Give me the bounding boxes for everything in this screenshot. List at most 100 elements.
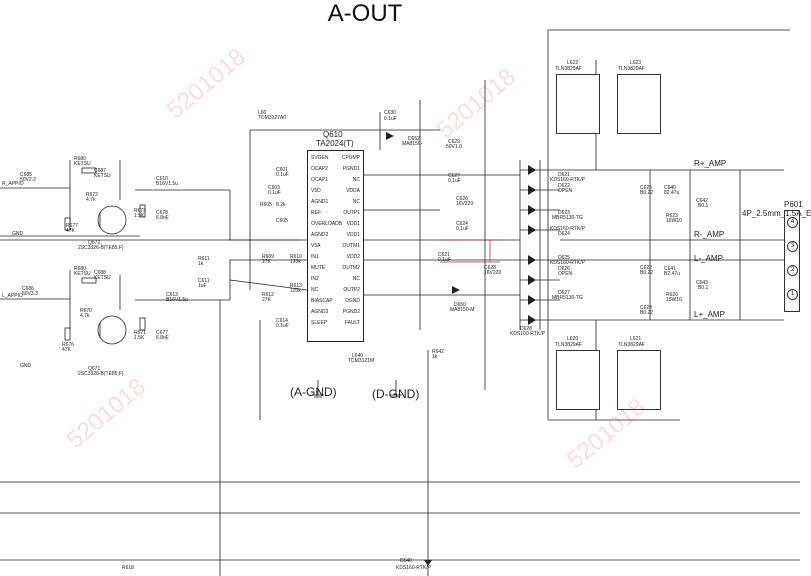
output-label-l-plus: L+_AMP <box>694 310 725 319</box>
component-label: C611 <box>198 278 210 284</box>
component-label: 1.5K <box>134 335 145 341</box>
component-label: Q672 <box>88 240 101 246</box>
output-label-r-plus: R+_AMP <box>694 159 727 168</box>
component-label: D621 <box>558 172 570 178</box>
component-label: C678 <box>156 210 168 216</box>
component-label: KDS160-RTK/P <box>550 226 585 232</box>
component-label: C685 <box>20 172 32 178</box>
component-label: R672 <box>86 192 98 198</box>
component-label: L621 <box>630 336 642 342</box>
ic-pin: V5D <box>311 188 321 194</box>
component-label: B0.1 <box>698 285 709 291</box>
component-label: D652 <box>408 136 420 142</box>
component-label: 1.5K <box>134 213 145 219</box>
connector-pin: 1 <box>787 289 798 300</box>
component-label: TLN3829AF <box>555 342 582 348</box>
component-label: KETSU <box>94 275 111 281</box>
component-label: R677 <box>66 223 78 229</box>
component-label: C614 <box>276 318 288 324</box>
component-label: R680 <box>74 266 86 272</box>
component-label: MBR5130-TG <box>552 295 583 301</box>
component-label: 2SC3326-B(TE85,F) <box>78 245 124 251</box>
component-label: R642 <box>432 349 444 355</box>
ic-pin: PGND1 <box>342 166 360 172</box>
component-label: C641 <box>664 266 676 272</box>
component-label: B16V1.5u <box>156 181 178 187</box>
component-label: C642 <box>696 198 708 204</box>
analog-ground-label: (A-GND) <box>290 385 337 399</box>
inductor-l620 <box>556 350 600 410</box>
component-label: R623 <box>666 213 678 219</box>
component-label: OPEN <box>558 271 573 277</box>
component-label: C603 <box>268 185 280 191</box>
component-label: L622 <box>567 60 579 66</box>
component-label: C629 <box>448 139 460 145</box>
component-label: TLN3829AF <box>618 342 645 348</box>
component-label: 1k <box>432 354 438 360</box>
ic-pin: REF <box>311 210 321 216</box>
ic-pin: NC <box>352 276 360 282</box>
ic-pin: OCAP2 <box>311 166 328 172</box>
component-label: TLN3829AF <box>618 66 645 72</box>
component-label: L640 <box>352 353 364 359</box>
component-label: KDS160-RTK/P <box>550 177 585 183</box>
connector-pin: 4 <box>787 217 798 228</box>
component-label: 4.7k <box>80 313 90 319</box>
inductor-l622 <box>556 74 600 134</box>
component-label: 6.8nF <box>156 215 169 221</box>
component-label: C643 <box>696 280 708 286</box>
ic-pin: NC <box>352 177 360 183</box>
component-label: R609 <box>262 254 274 260</box>
digital-ground-label: (D-GND) <box>372 387 420 401</box>
component-label: C610 <box>156 176 168 182</box>
component-label: C640 <box>664 185 676 191</box>
component-label: 0.1uF <box>268 190 281 196</box>
output-label-l-minus: L-_AMP <box>694 254 723 263</box>
ic-pin: OUTP1 <box>343 210 360 216</box>
component-label: 27K <box>262 297 271 303</box>
component-label: R612 <box>262 292 274 298</box>
ic-pin: VDD1 <box>346 232 360 238</box>
component-label: 6.8nF <box>156 335 169 341</box>
component-label: 15W10 <box>666 218 682 224</box>
component-label: R618 <box>122 565 134 571</box>
ic-pin: SLEEP <box>311 320 328 326</box>
component-label: MA8150- <box>402 141 423 147</box>
component-label: 0.1uF <box>438 257 451 263</box>
component-label: R676 <box>62 342 74 348</box>
ic-pin: V5A <box>311 243 321 249</box>
component-label: D628 <box>520 326 532 332</box>
page-title: A-OUT <box>327 0 403 27</box>
component-label: R620 <box>666 292 678 298</box>
component-label: D626 <box>558 266 570 272</box>
ground-text: GND <box>20 363 32 369</box>
component-label: KDS160-RTK/P <box>510 331 545 337</box>
component-label: L60 <box>258 110 267 116</box>
component-label: B0.1 <box>698 203 709 209</box>
component-label: MA8150-M <box>450 307 475 313</box>
component-label: D640 <box>400 558 412 564</box>
ic-pin: NC <box>311 287 319 293</box>
component-label: 0.1uF <box>276 323 289 329</box>
component-label: OPEN <box>558 188 573 194</box>
component-label: 15W10 <box>666 297 682 303</box>
component-label: KDS160-RTK/P <box>396 565 431 571</box>
component-label: 47K <box>66 228 75 234</box>
component-label: KETSU <box>74 161 91 167</box>
component-label: 50V2.2 <box>20 177 36 183</box>
component-label: 2SC3326-B(TE85,F) <box>78 371 124 377</box>
input-label: R_APPIO <box>2 181 24 187</box>
component-label: R605 <box>260 202 272 208</box>
component-label: C630 <box>384 110 396 116</box>
inductor-l623 <box>617 74 661 134</box>
ic-q610: SVGEN OCAP2 OCAP1 V5D AGND1 REF OVERLOAD… <box>307 150 364 342</box>
component-label: 82.47u <box>664 190 680 196</box>
input-label: L_APPIO <box>2 293 23 299</box>
component-label: R680 <box>74 156 86 162</box>
component-label: C688 <box>94 270 106 276</box>
component-label: C625 <box>640 185 652 191</box>
ground-text: GND <box>12 231 24 237</box>
component-label: 0.1uF <box>384 116 397 122</box>
ic-pin: OCAP1 <box>311 177 328 183</box>
connector-spec: 4P_2.5mm_1.5A_E <box>742 209 811 218</box>
